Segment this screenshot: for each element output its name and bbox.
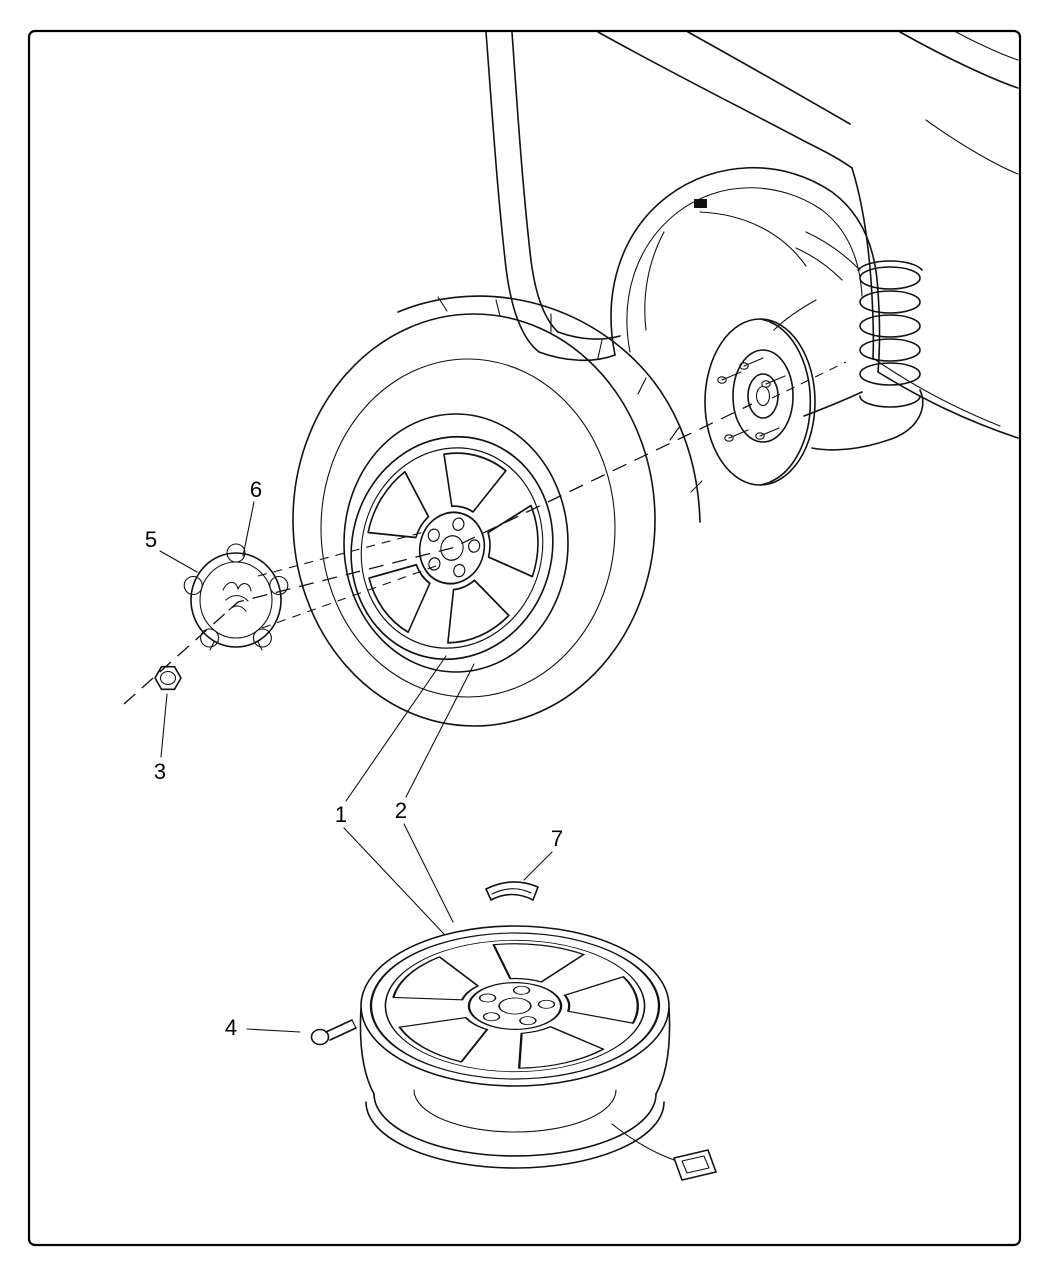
steering-knuckle bbox=[803, 391, 863, 417]
callout-7-label: 7 bbox=[551, 826, 563, 851]
callout-2-leader-upper bbox=[405, 663, 475, 798]
wheel-studs bbox=[717, 357, 786, 442]
callout-5-leader bbox=[159, 550, 198, 573]
ram-logo bbox=[222, 581, 252, 612]
lug-nut bbox=[154, 665, 182, 691]
body-badge bbox=[694, 199, 707, 208]
callout-2-label: 2 bbox=[395, 798, 407, 823]
callout-labels: 1 2 3 4 5 6 7 bbox=[145, 477, 563, 1040]
fender-arch-inner bbox=[626, 187, 863, 353]
coil-spring bbox=[859, 266, 921, 290]
callout-7-leader bbox=[523, 851, 553, 881]
page-border bbox=[27, 29, 1022, 1247]
rim-flange bbox=[360, 925, 670, 1087]
callout-6-label: 6 bbox=[250, 477, 262, 502]
callout-1-label: 1 bbox=[335, 802, 347, 827]
callout-1-leader-upper bbox=[345, 655, 447, 802]
wheel-weight-clip bbox=[611, 1123, 717, 1181]
tire-outer bbox=[292, 313, 656, 727]
callout-leaders bbox=[159, 501, 553, 1033]
truck-body bbox=[485, 31, 1019, 439]
wheel-weight bbox=[485, 881, 539, 901]
callout-1-leader-lower bbox=[343, 827, 445, 935]
valve-stem bbox=[310, 1019, 357, 1046]
axis-centerline bbox=[123, 361, 847, 705]
brake-rotor-hub bbox=[704, 318, 816, 486]
callout-5-label: 5 bbox=[145, 527, 157, 552]
callout-2-leader-lower bbox=[403, 823, 454, 923]
tire-sidewall bbox=[320, 358, 616, 698]
alloy-wheel bbox=[343, 918, 687, 1169]
tire-back-edge bbox=[397, 295, 701, 523]
suspension-assembly bbox=[773, 231, 924, 451]
weight-clip-leader bbox=[611, 1123, 675, 1161]
callout-3-label: 3 bbox=[154, 759, 166, 784]
callout-4-leader bbox=[246, 1028, 301, 1033]
tire-wheel-assembly bbox=[292, 295, 703, 727]
callout-6-leader bbox=[242, 501, 255, 557]
callout-4-label: 4 bbox=[225, 1015, 237, 1040]
callout-3-leader bbox=[160, 693, 168, 758]
center-cap bbox=[183, 543, 289, 651]
fender-arch-outer bbox=[610, 166, 879, 356]
rim-bead bbox=[343, 413, 569, 673]
wheel-face-bottom bbox=[343, 918, 687, 1094]
